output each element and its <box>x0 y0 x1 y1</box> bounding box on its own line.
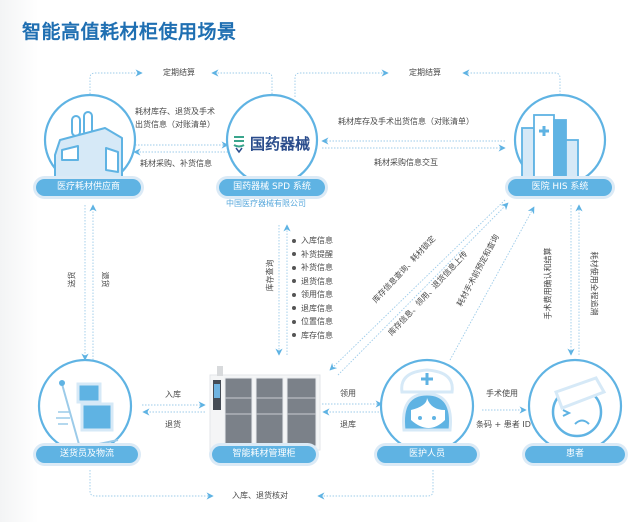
node-spd-label: 国药器械 SPD 系统 <box>219 179 325 196</box>
spd-company: 中国医疗器械有限公司 <box>226 199 306 208</box>
nurse-icon <box>400 368 454 432</box>
label-his-patient-left: 手术费用确认和结算 <box>543 247 553 320</box>
node-nurse-label: 医护人员 <box>377 446 477 463</box>
cabinet-image <box>209 366 321 451</box>
connector-logistics-check <box>89 470 214 500</box>
info-item: 退库信息 <box>292 302 333 316</box>
label-supplier-spd-top-1: 耗材库存、退货及手术 <box>135 107 215 116</box>
info-item: 补货提醒 <box>292 248 333 262</box>
node-patient-label: 患者 <box>525 446 625 463</box>
info-item: 入库信息 <box>292 234 333 248</box>
label-cabinet-nurse-out: 退库 <box>340 420 356 429</box>
node-supplier-label: 医疗耗材供应商 <box>36 179 141 196</box>
info-item: 补货信息 <box>292 261 333 275</box>
hospital-icon <box>521 114 579 184</box>
connector-supplier-spd-settle <box>89 69 143 97</box>
cabinet-info-list: 入库信息 补货提醒 补货信息 退货信息 领用信息 退库信息 位置信息 库存信息 <box>292 234 333 342</box>
label-logistics-nurse-check: 入库、退货核对 <box>232 491 288 500</box>
label-spd-his-bottom: 耗材采购信息交互 <box>374 158 438 167</box>
arrow-cabinet-to-his <box>337 202 509 376</box>
connector-spd-his-settle <box>294 69 389 97</box>
info-item: 库存信息 <box>292 329 333 343</box>
sinopharm-logo <box>233 136 245 154</box>
hand-truck-icon <box>56 380 119 454</box>
label-supplier-logistics-right: 退货 <box>100 271 110 288</box>
info-item: 领用信息 <box>292 288 333 302</box>
label-nurse-patient-top: 手术使用 <box>486 389 518 398</box>
page-title: 智能高值耗材柜使用场景 <box>22 21 237 43</box>
arrow-nurse-to-his <box>449 206 535 361</box>
label-spd-his-top: 耗材库存及手术出货信息（对账清单） <box>338 117 474 126</box>
label-nurse-patient-bottom: 条码 + 患者 ID <box>476 420 531 429</box>
patient-icon <box>551 376 607 438</box>
label-supplier-spd-bottom: 耗材采购、补货信息 <box>140 159 212 168</box>
factory-icon <box>54 111 123 181</box>
label-supplier-spd-settle: 定期结算 <box>163 68 195 77</box>
connector-nurse-check <box>317 470 434 500</box>
label-logistics-cabinet-out: 退货 <box>165 420 181 429</box>
spd-logo-text: 国药器械 <box>250 135 311 153</box>
node-logistics-label: 送货员及物流 <box>36 446 138 463</box>
label-supplier-logistics-left: 送货 <box>67 271 77 288</box>
label-supplier-spd-top-2: 出货信息（对账清单） <box>135 120 215 129</box>
label-logistics-cabinet-in: 入库 <box>165 390 181 399</box>
arrow-his-to-cabinet <box>329 199 506 371</box>
connector-spd-supplier-settle <box>211 69 273 97</box>
connector-his-spd-settle <box>462 69 561 98</box>
label-spd-his-settle: 定期结算 <box>409 68 441 77</box>
label-his-patient-right: 耗材使用全程追溯 <box>589 251 599 316</box>
info-item: 退货信息 <box>292 275 333 289</box>
node-cabinet-label: 智能耗材管理柜 <box>212 446 316 463</box>
label-cabinet-nurse-in: 领用 <box>340 389 356 398</box>
label-spd-cabinet: 库存查询 <box>265 259 275 292</box>
node-his-label: 医院 HIS 系统 <box>508 179 612 196</box>
info-item: 位置信息 <box>292 315 333 329</box>
